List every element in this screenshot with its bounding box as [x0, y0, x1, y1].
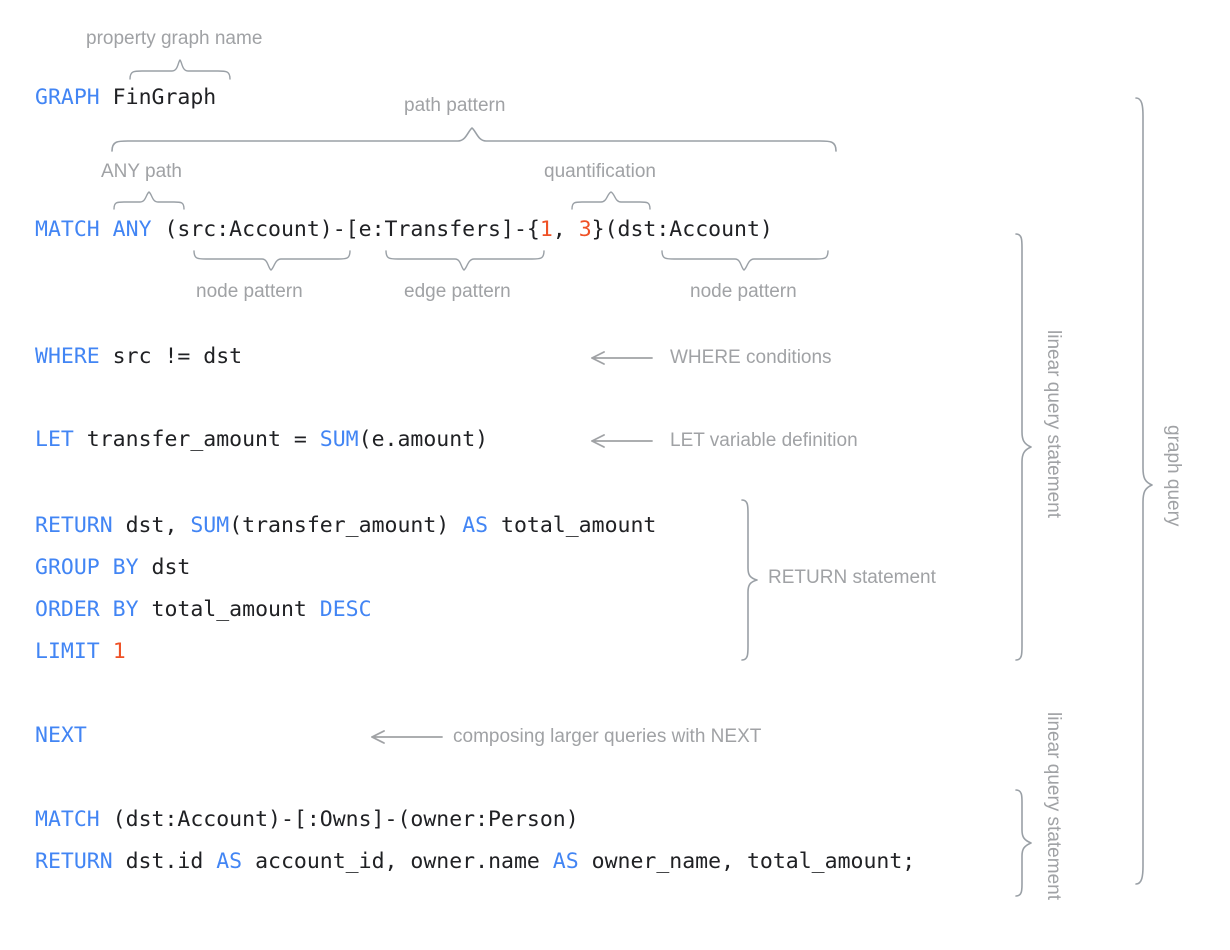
where-expression: src != dst [99, 344, 243, 369]
quantifier-upper-bound: 3 [578, 217, 592, 242]
keyword-graph: GRAPH [35, 85, 100, 110]
return-2-account-id: account_id, owner.name [242, 849, 553, 874]
brace-any-path [113, 191, 185, 210]
code-line-graph: GRAPH FinGraph [35, 85, 216, 111]
return-sum-argument: (transfer_amount) [229, 513, 463, 538]
pattern-src-edge: (src:Account)-[e:Transfers]-{ [151, 217, 540, 242]
annotation-quantification: quantification [544, 161, 656, 182]
keyword-limit: LIMIT [35, 639, 100, 664]
code-line-group-by: GROUP BY dst [35, 555, 190, 581]
brace-edge-pattern [385, 250, 545, 271]
code-line-next: NEXT [35, 723, 87, 749]
annotation-return-statement: RETURN statement [768, 567, 936, 588]
brace-linear-query-statement-2 [1015, 789, 1032, 897]
annotation-node-pattern-left: node pattern [196, 281, 303, 302]
code-line-match: MATCH ANY (src:Account)-[e:Transfers]-{1… [35, 217, 773, 243]
graph-name-fingraph: FinGraph [99, 85, 217, 110]
annotation-where-conditions: WHERE conditions [670, 347, 832, 368]
keyword-let: LET [35, 427, 74, 452]
keyword-order: ORDER [35, 597, 100, 622]
brace-node-pattern-left [193, 250, 351, 271]
annotation-linear-query-statement-2: linear query statement [1043, 712, 1064, 900]
function-sum: SUM [190, 513, 230, 538]
annotation-path-pattern: path pattern [404, 95, 506, 116]
order-by-expression: total_amount [138, 597, 320, 622]
arrow-composing-next [371, 730, 443, 744]
keyword-as: AS [552, 849, 579, 874]
code-line-order-by: ORDER BY total_amount DESC [35, 597, 372, 623]
annotation-let-variable-definition: LET variable definition [670, 430, 858, 451]
let-variable-name: transfer_amount = [73, 427, 320, 452]
brace-quantification [571, 191, 651, 210]
brace-return-statement [741, 499, 758, 661]
code-line-limit: LIMIT 1 [35, 639, 126, 665]
keyword-any: ANY [99, 217, 152, 242]
quantifier-separator: , [552, 217, 579, 242]
match-2-pattern: (dst:Account)-[:Owns]-(owner:Person) [99, 807, 579, 832]
brace-property-graph-name [129, 59, 231, 80]
quantifier-lower-bound: 1 [539, 217, 553, 242]
return-2-owner-name: owner_name, total_amount; [578, 849, 916, 874]
code-line-return-2: RETURN dst.id AS account_id, owner.name … [35, 849, 915, 875]
keyword-return: RETURN [35, 849, 113, 874]
code-line-where: WHERE src != dst [35, 344, 242, 370]
brace-graph-query [1135, 97, 1153, 885]
code-line-return-1: RETURN dst, SUM(transfer_amount) AS tota… [35, 513, 656, 539]
annotation-composing-next: composing larger queries with NEXT [453, 726, 762, 747]
annotation-graph-query: graph query [1163, 425, 1184, 527]
brace-linear-query-statement-1 [1015, 233, 1032, 661]
keyword-group: GROUP [35, 555, 100, 580]
keyword-by: BY [99, 555, 139, 580]
keyword-where: WHERE [35, 344, 100, 369]
pattern-dst: }(dst:Account) [591, 217, 773, 242]
keyword-next: NEXT [35, 723, 87, 748]
arrow-where-conditions [591, 351, 653, 365]
annotation-property-graph-name: property graph name [86, 28, 263, 49]
code-line-match-2: MATCH (dst:Account)-[:Owns]-(owner:Perso… [35, 807, 579, 833]
keyword-desc: DESC [319, 597, 372, 622]
annotation-any-path: ANY path [101, 161, 182, 182]
group-by-expression: dst [138, 555, 191, 580]
return-2-dst-id: dst.id [112, 849, 217, 874]
arrow-let-variable-definition [591, 434, 653, 448]
return-alias-total-amount: total_amount [488, 513, 657, 538]
keyword-as: AS [462, 513, 489, 538]
brace-node-pattern-right [661, 250, 829, 271]
brace-path-pattern [111, 127, 837, 152]
let-sum-argument: (e.amount) [358, 427, 489, 452]
code-line-let: LET transfer_amount = SUM(e.amount) [35, 427, 488, 453]
keyword-match: MATCH [35, 217, 100, 242]
keyword-as: AS [216, 849, 243, 874]
annotation-edge-pattern: edge pattern [404, 281, 511, 302]
limit-value: 1 [112, 639, 126, 664]
annotation-linear-query-statement-1: linear query statement [1043, 330, 1064, 518]
function-sum: SUM [319, 427, 359, 452]
keyword-match: MATCH [35, 807, 100, 832]
keyword-return: RETURN [35, 513, 113, 538]
annotation-node-pattern-right: node pattern [690, 281, 797, 302]
limit-space [100, 639, 113, 664]
return-projection-dst: dst, [112, 513, 191, 538]
keyword-by: BY [99, 597, 139, 622]
